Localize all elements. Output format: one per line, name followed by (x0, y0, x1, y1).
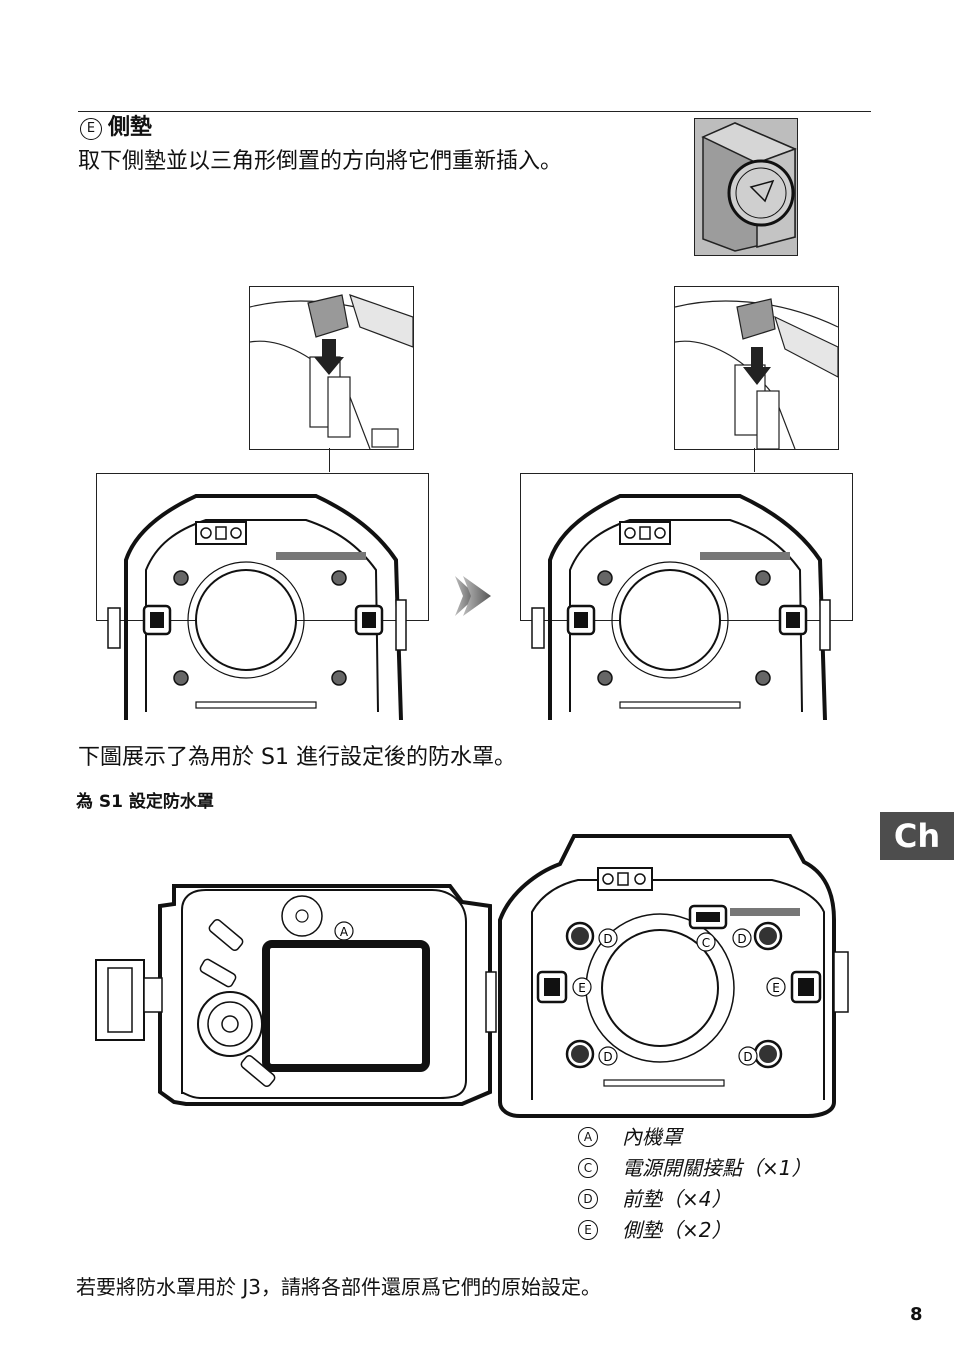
legend-item: D 前墊（×4） (578, 1184, 868, 1215)
page-number: 8 (910, 1304, 923, 1325)
housing-illustration-after (531, 494, 831, 721)
subheading: 為 S1 設定防水罩 (76, 792, 214, 812)
pad-reinsertion-illustration (674, 298, 839, 450)
zoom-detail-after (674, 286, 839, 450)
section-title: E 側墊 (80, 114, 152, 142)
callout-d-bottom-right: D (743, 1050, 752, 1064)
legend-text: 電源開關接點（×1） (622, 1156, 812, 1180)
legend-item: A 內機罩 (578, 1122, 868, 1153)
legend-text: 前墊（×4） (622, 1187, 732, 1211)
callout-d-bottom-left: D (603, 1050, 612, 1064)
footer-text: 若要將防水罩用於 J3，請將各部件還原爲它們的原始設定。 (76, 1275, 601, 1299)
callout-d-top-left: D (603, 932, 612, 946)
section-title-text: 側墊 (108, 115, 153, 140)
legend: A 內機罩 C 電源開關接點（×1） D 前墊（×4） E 側墊（×2） (578, 1122, 868, 1246)
legend-marker: E (578, 1220, 598, 1240)
callout-e-left: E (578, 981, 586, 995)
pad-removal-illustration (249, 294, 414, 450)
section-instruction: 取下側墊並以三角形倒置的方向將它們重新插入。 (78, 149, 563, 174)
chapter-tab: Ch (880, 812, 954, 860)
legend-item: C 電源開關接點（×1） (578, 1153, 868, 1184)
legend-marker: A (578, 1127, 598, 1147)
legend-text: 內機罩 (622, 1125, 682, 1149)
arrow-right-icon (455, 576, 491, 616)
housing-view-after (520, 490, 840, 721)
callout-d-top-right: D (737, 932, 746, 946)
callout-c: C (702, 936, 710, 950)
side-pad-thumbnail (694, 118, 798, 256)
legend-marker: C (578, 1158, 598, 1178)
section-marker: E (80, 118, 102, 140)
side-pad-illustration (695, 119, 798, 255)
callout-a-diagram: A (340, 925, 349, 939)
housing-open-illustration: A (95, 834, 849, 1118)
housing-open-diagram: A (90, 832, 860, 1122)
zoom-detail-before (249, 286, 414, 450)
legend-text: 側墊（×2） (622, 1218, 732, 1242)
leader-line-before (329, 448, 330, 472)
housing-illustration-before (107, 494, 407, 721)
callout-e-right: E (772, 981, 780, 995)
body-text: 下圖展示了為用於 S1 進行設定後的防水罩。 (78, 745, 516, 770)
section-divider (78, 111, 871, 112)
triangle-icon (749, 179, 775, 203)
housing-view-before (96, 490, 416, 721)
legend-marker: D (578, 1189, 598, 1209)
leader-line-after (754, 448, 755, 472)
legend-item: E 側墊（×2） (578, 1215, 868, 1246)
